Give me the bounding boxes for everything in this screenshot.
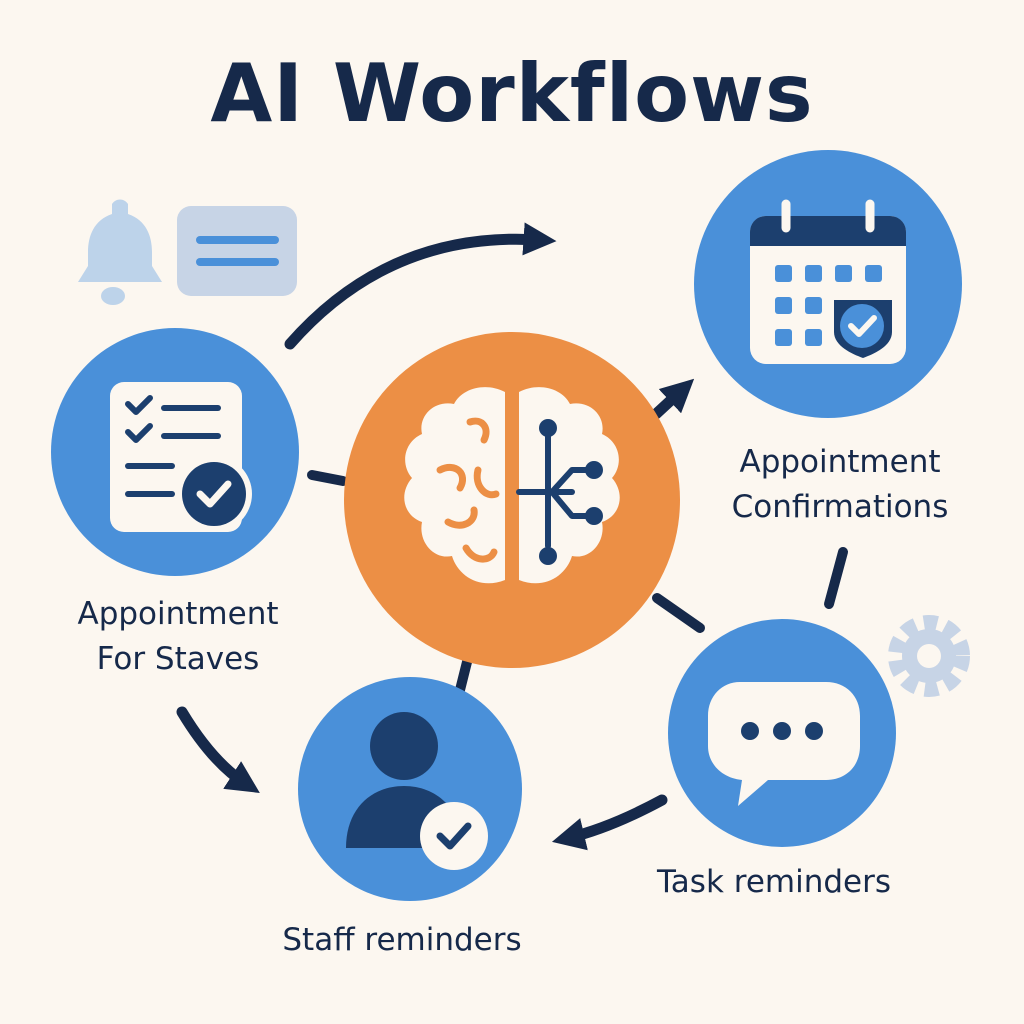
user-check-icon bbox=[346, 712, 488, 870]
label-task-reminders: Task reminders bbox=[634, 860, 914, 905]
bottom-right-node bbox=[668, 619, 896, 847]
connector-top-right bbox=[824, 547, 848, 609]
label-appointment-for-staves: Appointment For Staves bbox=[58, 592, 298, 682]
left-node bbox=[51, 328, 299, 576]
center-node bbox=[344, 332, 680, 668]
label-line: Task reminders bbox=[657, 864, 891, 900]
gear-icon bbox=[888, 615, 970, 697]
arrow-center-to-top-right bbox=[650, 378, 695, 420]
checklist-icon bbox=[110, 382, 252, 532]
page-title: AI Workflows bbox=[210, 47, 814, 140]
brain-circuit-icon bbox=[404, 387, 620, 584]
arrow-left-to-top bbox=[284, 222, 557, 350]
connector-lines bbox=[307, 470, 848, 695]
label-appointment-confirmations: Appointment Confirmations bbox=[720, 440, 960, 530]
arrow-left-to-bottom bbox=[176, 706, 260, 793]
chat-bubble-icon bbox=[708, 682, 860, 806]
label-line: Appointment bbox=[77, 596, 279, 632]
label-staff-reminders: Staff reminders bbox=[252, 918, 552, 963]
message-card-icon bbox=[177, 206, 297, 296]
bell-icon bbox=[78, 199, 162, 305]
label-line: Staff reminders bbox=[282, 922, 522, 958]
top-right-node bbox=[694, 150, 962, 418]
connector-right bbox=[652, 593, 705, 633]
arrow-right-to-bottom bbox=[551, 794, 668, 851]
bottom-node bbox=[298, 677, 522, 901]
label-line: Appointment bbox=[739, 444, 941, 480]
flow-arrows bbox=[176, 222, 695, 851]
label-line: Confirmations bbox=[731, 488, 949, 525]
calendar-check-icon bbox=[750, 199, 906, 364]
label-line: For Staves bbox=[96, 640, 260, 677]
connector-left bbox=[307, 470, 348, 486]
